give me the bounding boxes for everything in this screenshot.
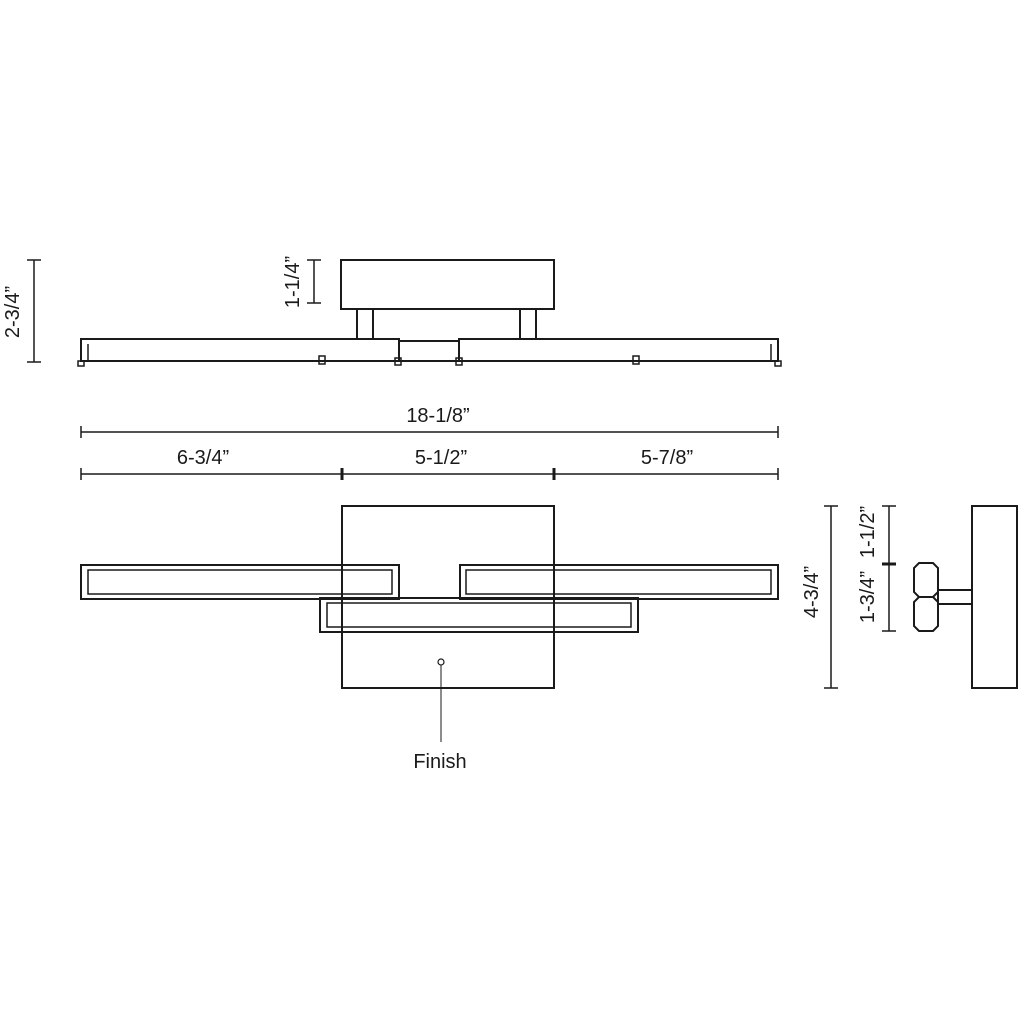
dim-label-overall-height-top: 2-3/4” [2, 286, 24, 338]
side-stem [937, 589, 973, 605]
front-bar-left [80, 564, 400, 600]
dim-label-side-lower: 1-3/4” [857, 571, 879, 623]
top-bar-center [398, 340, 460, 362]
top-foot-5 [632, 355, 640, 365]
top-view: 2-3/4” 1-1/4” [2, 256, 782, 367]
top-foot-1 [77, 360, 85, 367]
dim-label-canopy-depth: 1-1/4” [282, 256, 304, 308]
front-bar-left-lens [87, 569, 393, 595]
dim-label-overall-height-front: 4-3/4” [801, 566, 823, 618]
dim-label-overall-width: 18-1/8” [406, 405, 469, 427]
side-backplate [971, 505, 1018, 689]
front-bar-center [319, 597, 639, 633]
top-stem-right [519, 308, 537, 340]
finish-label: Finish [413, 751, 466, 773]
top-bar-right [458, 338, 779, 362]
dim-label-center-segment: 5-1/2” [415, 447, 467, 469]
front-bar-center-lens [326, 602, 632, 628]
dim-label-left-segment: 6-3/4” [177, 447, 229, 469]
top-foot-6 [774, 360, 782, 367]
finish-callout-dot [437, 658, 445, 666]
top-foot-2 [318, 355, 326, 365]
top-bar-left [80, 338, 400, 362]
side-bar-head-lower [913, 596, 939, 632]
front-bar-right-lens [465, 569, 772, 595]
front-view: Finish [80, 505, 779, 773]
top-foot-4 [455, 357, 463, 366]
dim-label-right-segment: 5-7/8” [641, 447, 693, 469]
side-bar-head-upper [913, 562, 939, 598]
width-dimensions: 18-1/8” 6-3/4” 5-1/2” 5-7/8” [80, 405, 779, 480]
top-canopy [340, 259, 555, 310]
dim-label-side-upper: 1-1/2” [857, 506, 879, 558]
side-view: 4-3/4” 1-1/2” 1-3/4” [801, 505, 1018, 689]
top-stem-left [356, 308, 374, 340]
top-foot-3 [394, 357, 402, 366]
